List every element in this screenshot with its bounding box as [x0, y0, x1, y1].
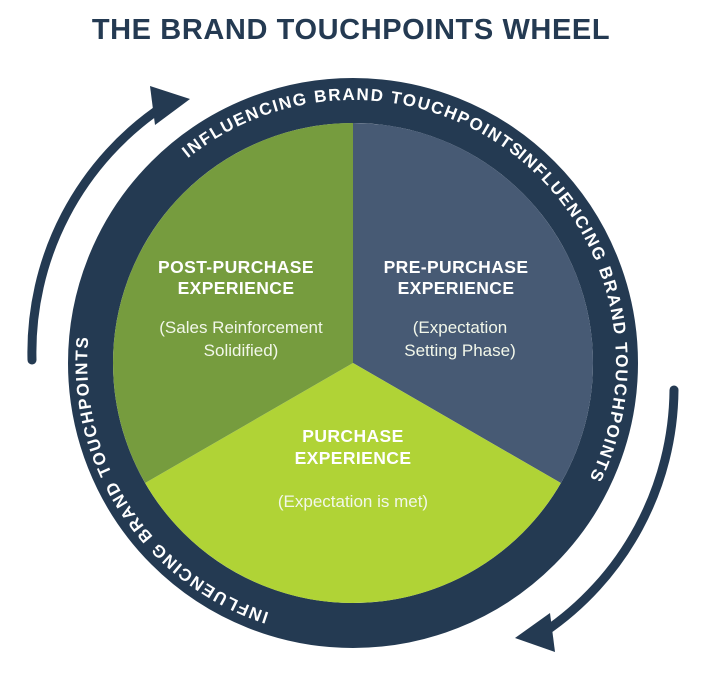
- segment-post-purchase[interactable]: [112, 123, 353, 483]
- brand-touchpoints-wheel: INFLUENCING BRAND TOUCHPOINTS INFLUENCIN…: [27, 78, 679, 652]
- label-purchase: PURCHASE EXPERIENCE (Expectation is met): [278, 426, 428, 511]
- right-arrow-down-icon: [515, 385, 679, 652]
- segment-pre-purchase[interactable]: [353, 123, 594, 483]
- purchase-sub-line1: (Expectation is met): [278, 492, 428, 511]
- outer-ring: [68, 78, 638, 648]
- pre-purchase-sub-line2: Setting Phase): [404, 341, 516, 360]
- segment-purchase[interactable]: [145, 363, 561, 604]
- pie-segments: [112, 123, 594, 604]
- post-purchase-sub-line2: Solidified): [204, 341, 279, 360]
- post-purchase-sub-line1: (Sales Reinforcement: [159, 318, 323, 337]
- label-post-purchase: POST-PURCHASE EXPERIENCE (Sales Reinforc…: [158, 257, 323, 360]
- page-title: THE BRAND TOUCHPOINTS WHEEL: [91, 14, 611, 46]
- ring-band: [68, 78, 638, 648]
- post-purchase-title-line2: EXPERIENCE: [178, 278, 295, 298]
- left-arrow-up-icon: [27, 86, 190, 365]
- label-pre-purchase: PRE-PURCHASE EXPERIENCE (Expectation Set…: [384, 257, 529, 360]
- purchase-title-line1: PURCHASE: [302, 426, 403, 446]
- pre-purchase-sub-line1: (Expectation: [413, 318, 508, 337]
- pre-purchase-title-line1: PRE-PURCHASE: [384, 257, 529, 277]
- pre-purchase-title-line2: EXPERIENCE: [398, 278, 515, 298]
- purchase-title-line2: EXPERIENCE: [295, 448, 412, 468]
- post-purchase-title-line1: POST-PURCHASE: [158, 257, 314, 277]
